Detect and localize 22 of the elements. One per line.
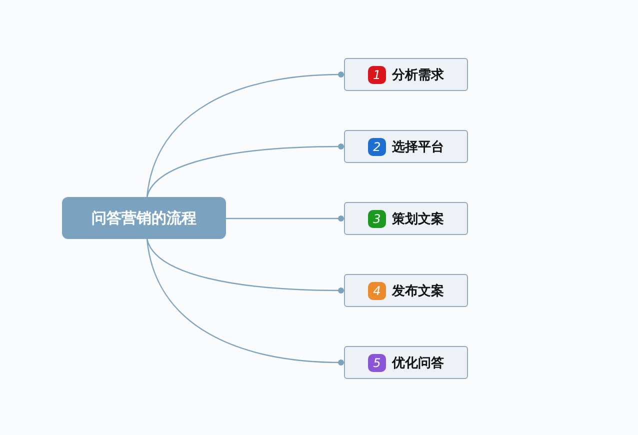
- step-label: 优化问答: [392, 354, 444, 372]
- step-box: [344, 202, 468, 235]
- number-badge: 5: [368, 354, 386, 372]
- connector: [146, 238, 344, 366]
- topic-title: 问答营销的流程: [92, 208, 196, 228]
- step-box: [344, 346, 468, 379]
- number-badge: 2: [368, 138, 386, 156]
- topic-box: [62, 197, 226, 239]
- connector: [146, 238, 344, 294]
- connector: [146, 72, 344, 198]
- connector: [226, 216, 344, 222]
- step-label: 分析需求: [392, 66, 444, 84]
- number-badge: 4: [368, 282, 386, 300]
- step-label: 策划文案: [392, 210, 444, 228]
- step-box: [344, 58, 468, 91]
- connector: [146, 144, 344, 198]
- step-box: [344, 274, 468, 307]
- step-label: 选择平台: [392, 138, 444, 156]
- step-label: 发布文案: [392, 282, 444, 300]
- number-badge: 1: [368, 66, 386, 84]
- number-badge: 3: [368, 210, 386, 228]
- step-box: [344, 130, 468, 163]
